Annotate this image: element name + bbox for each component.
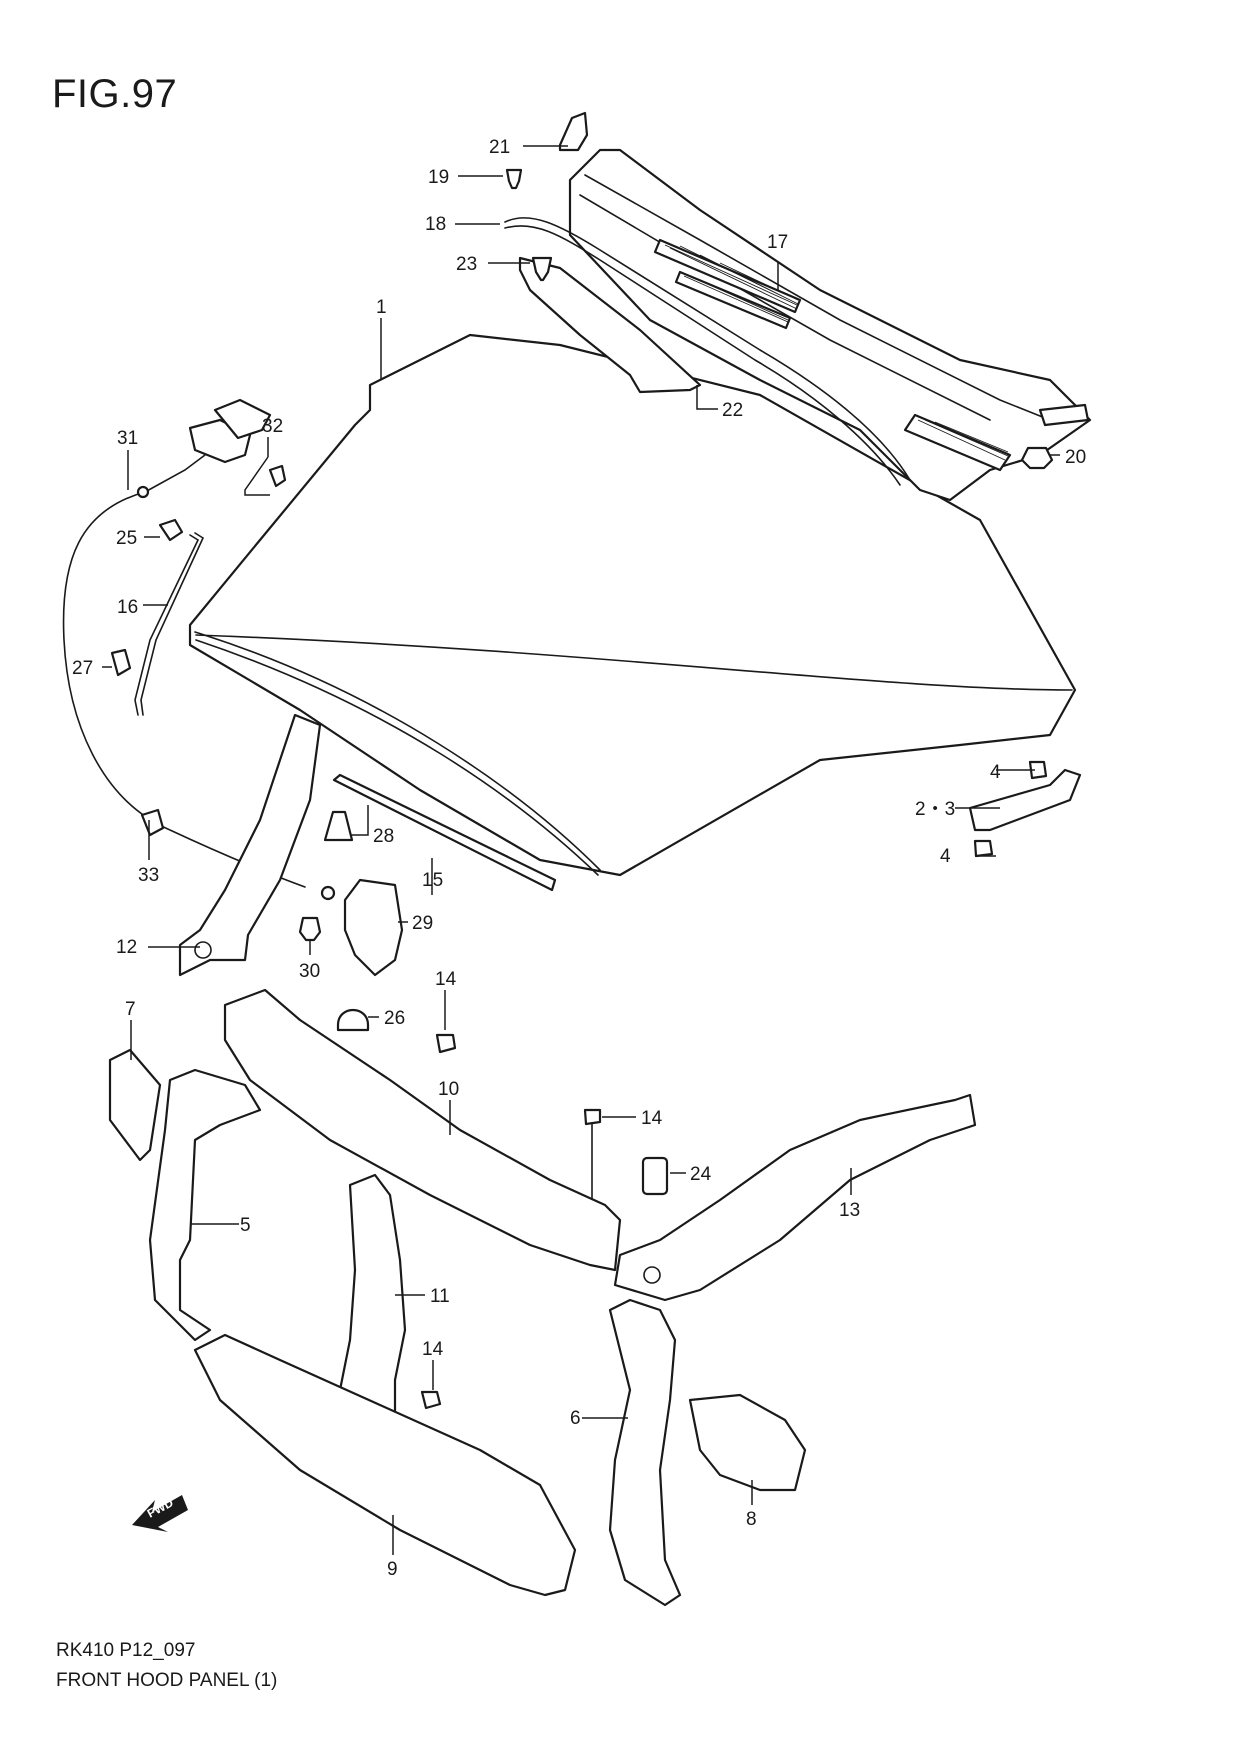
bolt-icon — [435, 1033, 457, 1054]
clamp-icon — [110, 648, 132, 677]
callout-33: 33 — [138, 865, 159, 886]
hood-support-rod — [134, 532, 205, 716]
cowl-seal-strip — [504, 217, 911, 486]
cowl-end-cap — [558, 111, 589, 152]
callout-28: 28 — [373, 826, 394, 847]
center-brace — [338, 1173, 407, 1442]
callout-14: 14 — [422, 1339, 444, 1360]
air-guide — [108, 1048, 162, 1162]
callout-32: 32 — [262, 416, 283, 437]
callout-11: 11 — [430, 1286, 450, 1307]
upper-member — [223, 988, 622, 1272]
bolt-icon — [420, 1390, 442, 1410]
callout-9: 9 — [387, 1559, 398, 1580]
callout-labels: 1 2・3 4 4 5 6 7 8 9 10 11 12 13 14 14 14… — [72, 137, 1086, 1580]
callout-22: 22 — [722, 400, 743, 421]
callout-6: 6 — [570, 1408, 581, 1429]
callout-19: 19 — [428, 167, 449, 188]
clamp-icon — [158, 518, 184, 542]
callout-20: 20 — [1065, 447, 1086, 468]
callout-31: 31 — [117, 428, 138, 449]
callout-17: 17 — [767, 232, 788, 253]
bolt-icon — [583, 1108, 602, 1211]
hood-lock-brace — [178, 713, 322, 977]
figure-title: FIG.97 — [52, 72, 178, 116]
callout-14: 14 — [641, 1108, 663, 1129]
diagram-code: RK410 P12_097 — [56, 1640, 196, 1661]
callout-16: 16 — [117, 597, 138, 618]
callout-4: 4 — [940, 846, 951, 867]
callout-4: 4 — [990, 762, 1001, 783]
bumper-stopper-icon — [641, 1156, 669, 1196]
bolt-icon — [298, 916, 322, 942]
callout-12: 12 — [116, 937, 137, 958]
hood-lock — [343, 878, 404, 977]
callout-14: 14 — [435, 969, 457, 990]
clip-icon — [505, 168, 523, 190]
callout-23: 23 — [456, 254, 477, 275]
callout-29: 29 — [412, 913, 433, 934]
callout-27: 27 — [72, 658, 93, 679]
callout-30: 30 — [299, 961, 320, 982]
radiator-support-side — [148, 1068, 262, 1342]
callout-18: 18 — [425, 214, 446, 235]
callout-24: 24 — [690, 1164, 712, 1185]
lower-member — [193, 1333, 577, 1597]
bolt-icon — [973, 839, 994, 858]
cowl-bracket — [518, 256, 702, 394]
callout-25: 25 — [116, 528, 137, 549]
diagram-name: FRONT HOOD PANEL (1) — [56, 1670, 278, 1691]
bolt-icon — [1028, 760, 1048, 780]
callout-5: 5 — [240, 1215, 251, 1236]
callout-2-3: 2・3 — [915, 799, 955, 820]
rubber-cushion-icon — [336, 1009, 370, 1032]
callout-21: 21 — [489, 137, 510, 158]
callout-8: 8 — [746, 1509, 757, 1530]
hood-panel — [188, 333, 1077, 877]
callout-26: 26 — [384, 1008, 405, 1029]
callout-15: 15 — [422, 870, 443, 891]
radiator-support-side-rh — [608, 1298, 682, 1607]
clamp-icon — [140, 808, 165, 837]
hood-release-lever — [188, 398, 287, 488]
hood-seal — [332, 773, 557, 892]
grommet-icon — [1020, 446, 1054, 470]
callout-1: 1 — [376, 297, 387, 318]
side-member — [613, 1093, 977, 1302]
air-guide-rh — [688, 1393, 807, 1492]
push-clip-icon — [323, 810, 354, 842]
clip-icon — [531, 256, 553, 282]
callout-10: 10 — [438, 1079, 459, 1100]
forward-direction-arrow-icon: FWD — [132, 1495, 188, 1532]
hood-hinge — [968, 768, 1082, 832]
leader-lines — [102, 145, 1060, 1555]
callout-7: 7 — [125, 999, 136, 1020]
callout-13: 13 — [839, 1200, 860, 1221]
